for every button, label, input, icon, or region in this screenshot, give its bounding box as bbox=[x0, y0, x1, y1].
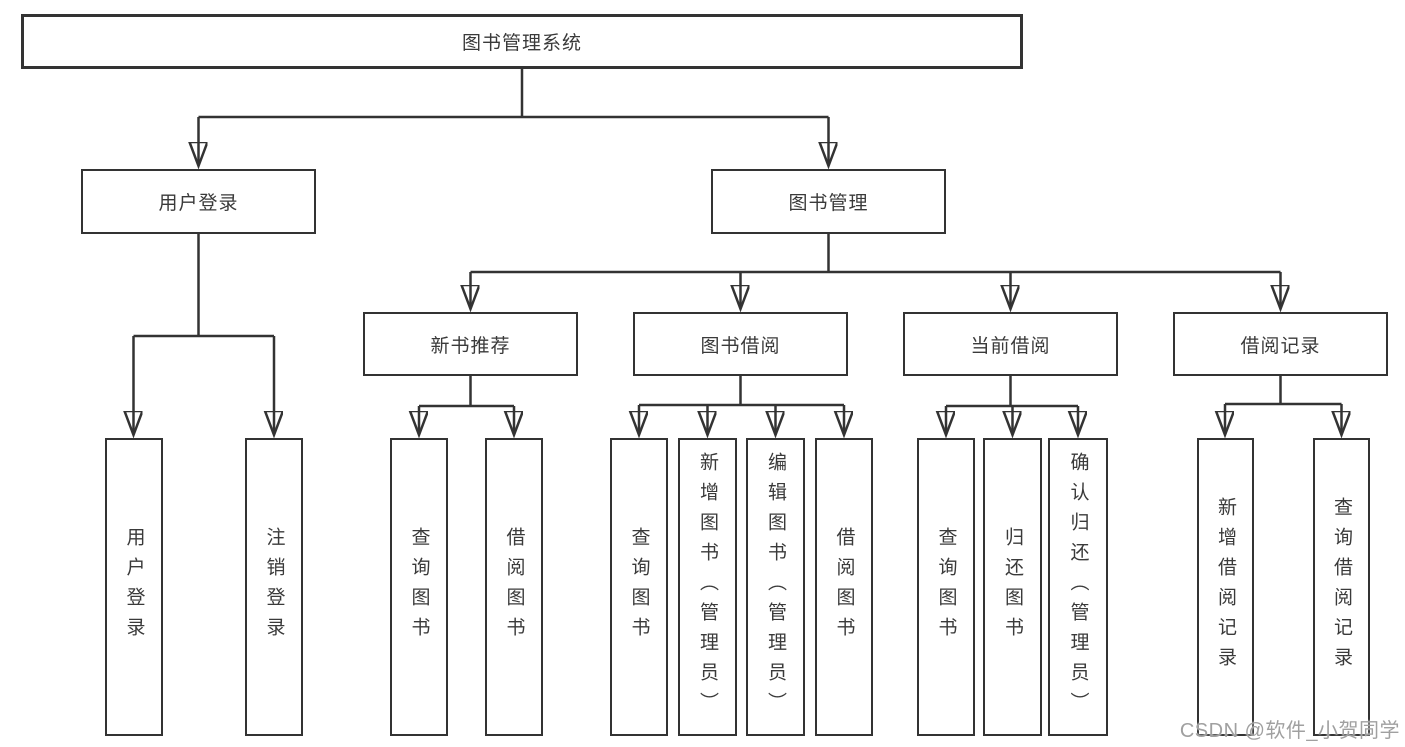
leaf-label: 确认归还（管理员） bbox=[1067, 452, 1089, 722]
connector-book-management-to-level3 bbox=[471, 234, 1281, 307]
leaf-label: 用户登录 bbox=[123, 527, 145, 647]
node-current-borrow: 当前借阅 bbox=[903, 312, 1118, 376]
leaf-query-books-current: 查询图书 bbox=[917, 438, 975, 736]
leaf-add-borrow-record: 新增借阅记录 bbox=[1197, 438, 1254, 736]
leaf-label: 新增图书（管理员） bbox=[697, 452, 718, 722]
leaf-label: 查询图书 bbox=[408, 527, 430, 647]
leaf-label: 编辑图书（管理员） bbox=[765, 452, 786, 722]
leaf-confirm-return-admin: 确认归还（管理员） bbox=[1048, 438, 1108, 736]
node-new-book-recommend: 新书推荐 bbox=[363, 312, 578, 376]
leaf-query-books: 查询图书 bbox=[390, 438, 448, 736]
leaf-label: 借阅图书 bbox=[833, 527, 855, 647]
connector-user-login-to-leaves bbox=[134, 234, 275, 433]
leaf-return-book: 归还图书 bbox=[983, 438, 1042, 736]
leaf-user-login: 用户登录 bbox=[105, 438, 163, 736]
node-book-management: 图书管理 bbox=[711, 169, 946, 234]
leaf-borrow-books-2: 借阅图书 bbox=[815, 438, 873, 736]
node-borrow-records: 借阅记录 bbox=[1173, 312, 1388, 376]
node-library-management-system: 图书管理系统 bbox=[21, 14, 1023, 69]
connector-new-book-recommend-to-leaves bbox=[419, 376, 514, 433]
leaf-logout: 注销登录 bbox=[245, 438, 303, 736]
leaf-query-books-borrow: 查询图书 bbox=[610, 438, 668, 736]
leaf-label: 借阅图书 bbox=[503, 527, 525, 647]
leaf-label: 注销登录 bbox=[263, 527, 285, 647]
connector-borrow-records-to-leaves bbox=[1225, 376, 1342, 433]
leaf-query-borrow-record: 查询借阅记录 bbox=[1313, 438, 1370, 736]
connector-book-borrow-to-leaves bbox=[639, 376, 844, 433]
leaf-add-book-admin: 新增图书（管理员） bbox=[678, 438, 737, 736]
leaf-label: 新增借阅记录 bbox=[1215, 497, 1236, 677]
connector-root-to-level2 bbox=[199, 69, 829, 164]
leaf-label: 归还图书 bbox=[1002, 527, 1023, 647]
leaf-label: 查询借阅记录 bbox=[1331, 497, 1352, 677]
connector-current-borrow-to-leaves bbox=[946, 376, 1078, 433]
leaf-borrow-books: 借阅图书 bbox=[485, 438, 543, 736]
node-user-login: 用户登录 bbox=[81, 169, 316, 234]
leaf-label: 查询图书 bbox=[935, 527, 957, 647]
leaf-edit-book-admin: 编辑图书（管理员） bbox=[746, 438, 805, 736]
leaf-label: 查询图书 bbox=[628, 527, 650, 647]
node-book-borrow: 图书借阅 bbox=[633, 312, 848, 376]
